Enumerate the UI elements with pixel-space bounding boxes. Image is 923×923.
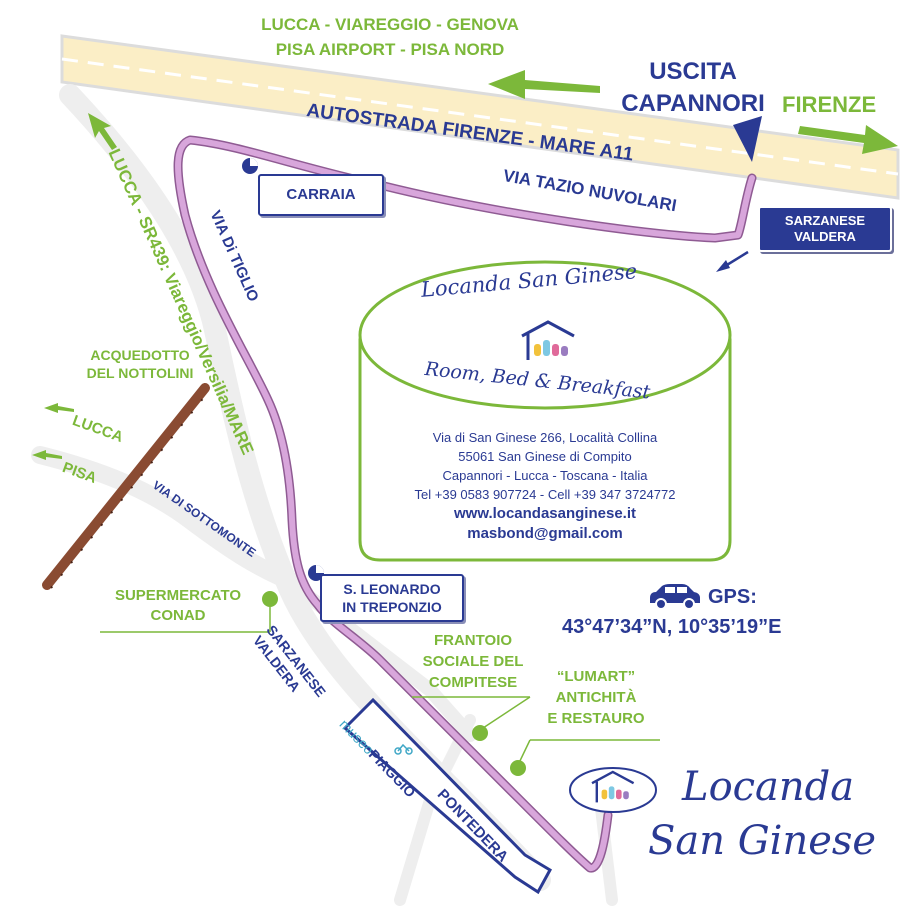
acquedotto-label: ACQUEDOTTO DEL NOTTOLINI: [80, 346, 200, 382]
lumart-label: “LUMART” ANTICHITÀ E RESTAURO: [536, 666, 656, 729]
gps-coords: 43°47’34”N, 10°35’19”E: [562, 616, 782, 638]
destination-east: FIRENZE: [782, 92, 877, 117]
info-card: [358, 260, 732, 562]
email-link[interactable]: masbond@gmail.com: [467, 525, 623, 542]
frantoio-line: SOCIALE DEL: [422, 653, 524, 670]
sign-line: VALDERA: [794, 229, 856, 244]
destination-line: LUCCA - VIAREGGIO - GENOVA: [261, 15, 519, 34]
carraia-sign: CARRAIA: [258, 174, 384, 216]
contact-block: Via di San Ginese 266, Località Collina …: [360, 428, 730, 544]
carraia-label: CARRAIA: [286, 186, 356, 203]
gps-label: GPS:: [708, 586, 757, 608]
turn-arrow-icon: [716, 250, 749, 272]
sign-line: IN TREPONZIO: [342, 599, 442, 615]
address-line: Capannori - Lucca - Toscana - Italia: [442, 468, 648, 483]
conad-line: CONAD: [150, 607, 206, 624]
west-arrow-icon: [488, 70, 600, 99]
destinations-west: LUCCA - VIAREGGIO - GENOVA PISA AIRPORT …: [240, 12, 540, 62]
logo-line: San Ginese: [648, 818, 877, 864]
lumart-line: E RESTAURO: [547, 710, 645, 727]
acquedotto-line: ACQUEDOTTO: [90, 347, 190, 363]
website-link[interactable]: www.locandasanginese.it: [454, 505, 636, 522]
house-icon: [521, 320, 575, 360]
pin-icon: [242, 158, 258, 174]
motorway: [60, 34, 900, 200]
exit-marker-icon: [733, 116, 762, 162]
frantoio-line: FRANTOIO: [433, 632, 513, 649]
poi-markers: [100, 591, 660, 776]
east-arrow-icon: [798, 125, 898, 154]
conad-label: SUPERMERCATO CONAD: [98, 586, 258, 626]
pisa-arrow-icon: [32, 450, 62, 460]
phone-line: Tel +39 0583 907724 - Cell +39 347 37247…: [414, 487, 676, 502]
lumart-line: ANTICHITÀ: [555, 689, 637, 706]
scooter-icon: [394, 743, 413, 755]
destination-line: PISA AIRPORT - PISA NORD: [275, 40, 505, 59]
house-icon: [591, 770, 635, 803]
acquedotto-line: DEL NOTTOLINI: [86, 365, 194, 381]
sign-line: SARZANESE: [784, 213, 866, 228]
address-line: 55061 San Ginese di Compito: [458, 449, 632, 464]
conad-line: SUPERMERCATO: [114, 587, 242, 604]
exit-line: CAPANNORI: [621, 90, 765, 117]
lucca-arrow-icon: [44, 403, 74, 413]
frantoio-label: FRANTOIO SOCIALE DEL COMPITESE: [408, 630, 538, 693]
exit-label: USCITA CAPANNORI: [618, 56, 768, 120]
exit-line: USCITA: [649, 58, 737, 85]
logo-badge: [569, 767, 657, 813]
aqueduct: [42, 383, 210, 590]
logo-line: Locanda: [682, 764, 855, 810]
frantoio-line: COMPITESE: [428, 674, 518, 691]
lumart-line: “LUMART”: [556, 668, 636, 685]
sarzanese-sign: SARZANESE VALDERA: [758, 206, 892, 252]
logo-text: Locanda San Ginese: [648, 760, 876, 868]
car-icon: [650, 584, 700, 610]
sign-line: S. LEONARDO: [343, 581, 441, 597]
sleonardo-sign: S. LEONARDO IN TREPONZIO: [320, 574, 464, 622]
address-line: Via di San Ginese 266, Località Collina: [432, 430, 658, 445]
sr439-arrow-icon: [88, 113, 117, 150]
